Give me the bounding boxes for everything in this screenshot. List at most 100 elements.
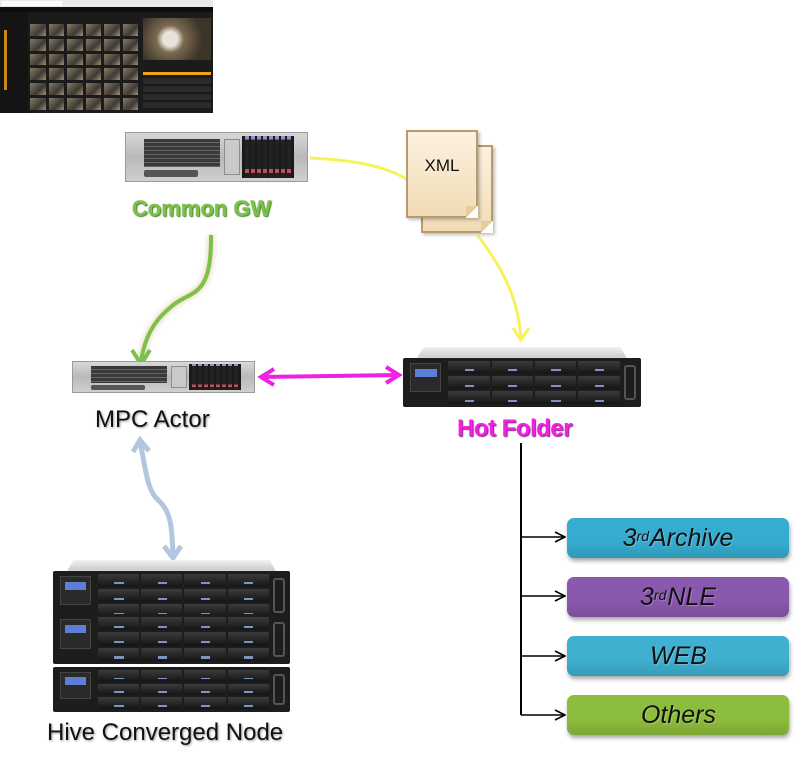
server-panel xyxy=(170,365,188,389)
drive xyxy=(263,135,267,179)
drive xyxy=(228,363,233,391)
drive xyxy=(269,135,273,179)
clip-thumb xyxy=(122,24,138,36)
arrowhead-xml-to-hotfolder xyxy=(511,327,531,343)
clip-thumb xyxy=(30,38,46,51)
xml-document-icon: XML xyxy=(406,130,478,218)
dest-label: WEB xyxy=(650,641,707,670)
drive xyxy=(222,363,227,391)
storage-handle xyxy=(624,365,637,400)
drive xyxy=(250,135,255,179)
dest-label: Others xyxy=(640,700,717,729)
storage-top xyxy=(417,347,627,358)
thumbnail-toolbar xyxy=(0,7,213,12)
drive xyxy=(210,363,214,391)
clip-thumb xyxy=(104,68,120,81)
clip-thumb xyxy=(30,98,46,110)
server-media-slot xyxy=(91,385,146,390)
arrowhead-up xyxy=(130,435,151,454)
arrowhead-left xyxy=(257,367,276,387)
clip-thumb xyxy=(48,83,64,96)
clip-thumb xyxy=(85,83,101,96)
clip-thumb xyxy=(85,98,101,110)
dest-label: NLE xyxy=(667,582,716,611)
hive-node-unit-2-icon xyxy=(53,614,290,664)
thumbnail-tab xyxy=(2,1,62,6)
server-drive-bays xyxy=(241,135,295,179)
clip-thumb xyxy=(104,83,120,96)
clip-thumb xyxy=(30,83,46,96)
clip-thumb xyxy=(104,53,120,66)
server-drive-bays xyxy=(188,363,242,391)
hive-converged-node-label: Hive Converged Node xyxy=(47,719,284,746)
hive-node-unit-1-icon xyxy=(53,560,290,620)
common-gw-server-icon xyxy=(125,132,308,182)
server-media-slot xyxy=(144,170,199,178)
drive xyxy=(244,135,249,179)
drive xyxy=(257,135,261,179)
clip-thumb xyxy=(122,98,138,110)
clip-thumb xyxy=(122,53,138,66)
clip-thumb xyxy=(67,53,83,66)
clip-thumb xyxy=(30,53,46,66)
connector-xml-to-hotfolder xyxy=(476,235,523,339)
drive xyxy=(275,135,280,179)
mpc-actor-label: MPC Actor xyxy=(95,406,210,433)
clip-thumb xyxy=(67,68,83,81)
thumbnail-tracks xyxy=(143,78,211,108)
dest-sup: rd xyxy=(636,528,649,544)
server-vent xyxy=(91,365,168,383)
thumbnail-folder-tree xyxy=(4,30,7,90)
clip-thumb xyxy=(104,24,120,36)
clip-thumb xyxy=(67,83,83,96)
clip-thumb xyxy=(48,68,64,81)
thumbnail-timeline-bar xyxy=(143,72,211,75)
clip-thumb xyxy=(48,53,64,66)
destination-others: Others xyxy=(567,695,789,735)
connector-mpc-to-hotfolder xyxy=(261,373,399,379)
drive xyxy=(197,363,202,391)
thumbnail-video-preview xyxy=(143,18,211,60)
storage-lcd xyxy=(410,362,442,393)
clip-thumb xyxy=(67,38,83,51)
common-gw-label: Common GW xyxy=(132,196,272,221)
dest-prefix: 3 xyxy=(622,523,637,552)
drive xyxy=(281,135,286,179)
drive xyxy=(191,363,196,391)
drive xyxy=(216,363,220,391)
clip-thumb xyxy=(104,38,120,51)
clip-thumb xyxy=(67,98,83,110)
drive xyxy=(204,363,208,391)
thumbnail-clip-grid xyxy=(30,24,138,110)
dest-prefix: 3 xyxy=(640,582,654,611)
clip-thumb xyxy=(30,24,46,36)
clip-thumb xyxy=(85,53,101,66)
server-panel xyxy=(223,138,241,176)
connector-gw-to-xml xyxy=(309,156,409,182)
storage-front xyxy=(403,357,641,407)
clip-thumb xyxy=(122,83,138,96)
clip-thumb xyxy=(85,24,101,36)
hive-node-unit-3-icon xyxy=(53,667,290,712)
xml-label: XML xyxy=(424,156,460,175)
dest-label: Archive xyxy=(649,523,734,552)
clip-thumb xyxy=(122,68,138,81)
drive xyxy=(234,363,239,391)
arrowhead-down xyxy=(162,544,184,563)
storage-bays xyxy=(448,360,620,405)
clip-thumb xyxy=(85,38,101,51)
arrowhead-right xyxy=(384,365,403,385)
hot-folder-label: Hot Folder xyxy=(457,415,573,442)
connector-gw-glow xyxy=(137,234,215,363)
thumbnail-titlebar xyxy=(0,0,213,7)
thumbnail-sidebar xyxy=(0,12,28,113)
connector-mpc-to-hive xyxy=(137,441,176,557)
clip-thumb xyxy=(30,68,46,81)
clip-thumb xyxy=(104,98,120,110)
clip-thumb xyxy=(67,24,83,36)
destination-web: WEB xyxy=(567,636,789,676)
mpc-actor-server-icon xyxy=(72,361,255,393)
